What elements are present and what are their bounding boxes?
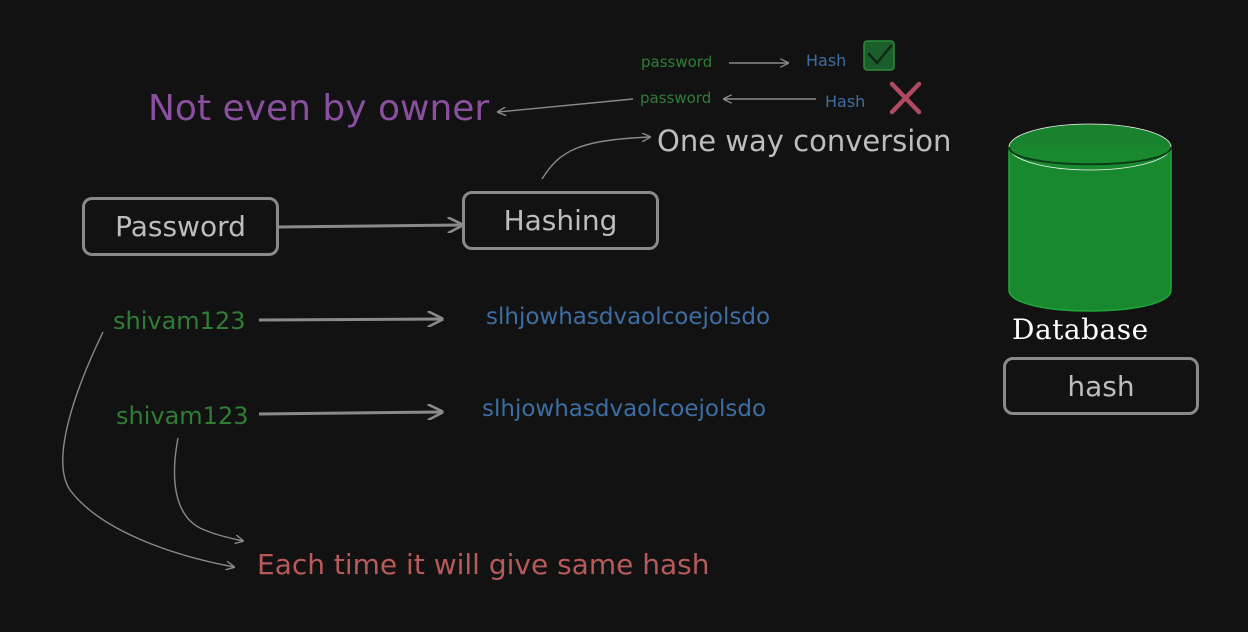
database-hash-field: hash xyxy=(1003,357,1199,415)
example-1-output: slhjowhasdvaolcoejolsdo xyxy=(486,304,771,330)
password-box-label: Password xyxy=(115,210,246,243)
password-box: Password xyxy=(82,197,279,256)
example-1-input: shivam123 xyxy=(113,307,246,335)
database-label: Database xyxy=(1012,313,1149,346)
top-password-fail: password xyxy=(640,89,712,107)
arrow-password-to-owner xyxy=(498,98,634,112)
hashing-box-label: Hashing xyxy=(503,204,618,237)
example-2-output: slhjowhasdvaolcoejolsdo xyxy=(482,396,767,422)
arrow-example-1-to-note xyxy=(62,331,234,567)
arrow-hashing-to-one-way xyxy=(541,137,650,180)
database-icon xyxy=(1008,123,1172,312)
cross-icon xyxy=(889,81,922,115)
not-even-by-owner-text: Not even by owner xyxy=(148,88,490,129)
top-hash-ok: Hash xyxy=(806,51,847,70)
arrow-example-1 xyxy=(258,319,442,320)
hashing-box: Hashing xyxy=(462,191,659,250)
arrow-example-2-to-note xyxy=(173,437,243,541)
database-hash-field-label: hash xyxy=(1067,369,1135,403)
top-hash-fail: Hash xyxy=(825,92,866,111)
example-2-input: shivam123 xyxy=(116,402,249,430)
check-icon xyxy=(863,40,895,71)
one-way-conversion-text: One way conversion xyxy=(657,124,952,158)
top-password-ok: password xyxy=(641,53,713,71)
arrow-password-to-hashing xyxy=(278,225,462,227)
arrow-example-2 xyxy=(258,412,442,414)
same-hash-note: Each time it will give same hash xyxy=(257,548,710,581)
